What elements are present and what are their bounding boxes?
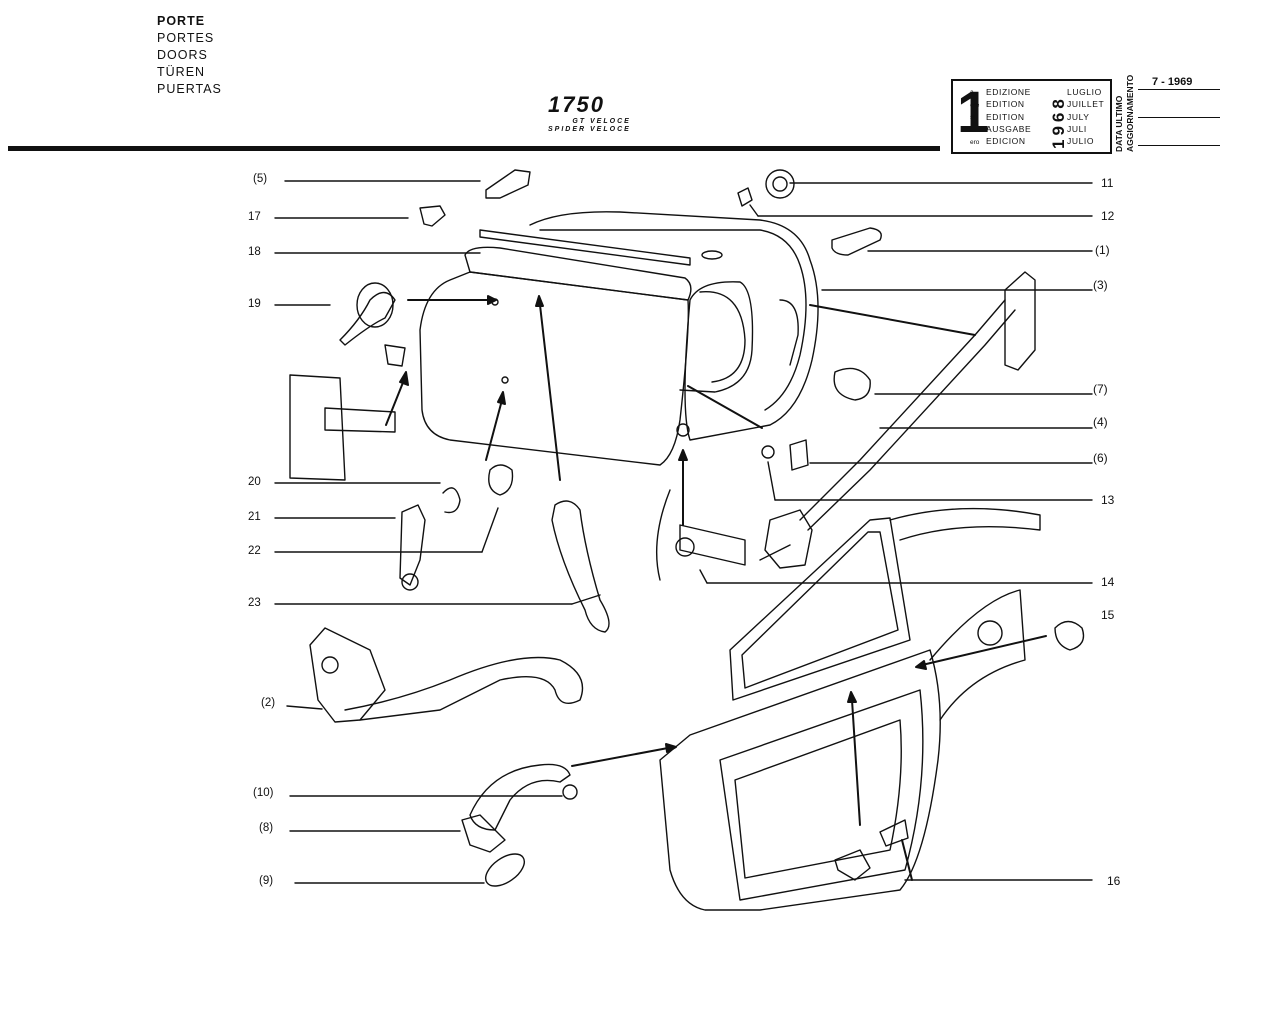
door-inner-panel [419, 229, 692, 466]
door-frame-section [656, 489, 746, 581]
callout-23: 23 [248, 597, 261, 609]
callout-22: 22 [248, 545, 261, 557]
edition-month: JULY [1067, 111, 1090, 122]
edition-suffix: . [970, 126, 972, 133]
edition-month: JULIO [1067, 136, 1095, 147]
callout-13: 13 [1101, 493, 1115, 507]
callout-16: 16 [1107, 874, 1121, 888]
callout-9: (9) [259, 875, 274, 887]
callout-6: (6) [1093, 451, 1108, 465]
outer-door-handle [461, 763, 578, 887]
callout-21: 21 [248, 511, 261, 523]
title-it: PORTE [157, 14, 206, 28]
callout-18: 18 [248, 246, 261, 258]
edition-month: JUILLET [1067, 99, 1105, 110]
edition-months: LUGLIO JUILLET JULY JULI JULIO [1067, 86, 1104, 147]
model-number: 1750 [548, 92, 605, 117]
edition-label: EDITION [986, 111, 1025, 122]
edition-label: EDIZIONE [986, 87, 1031, 97]
section-titles: PORTE PORTES DOORS TÜREN PUERTAS [157, 13, 222, 98]
edition-label: EDITION [986, 99, 1025, 110]
edition-month: JULI [1067, 123, 1087, 134]
date-line [1138, 145, 1220, 146]
edition-labels: EDIZIONE EDITION EDITION AUSGABE EDICION [986, 86, 1031, 147]
callout-20: 20 [248, 476, 261, 488]
callout-17: 17 [248, 211, 261, 223]
title-en: DOORS [157, 48, 208, 62]
callout-15: 15 [1101, 608, 1115, 622]
edition-label: EDICION [986, 136, 1026, 147]
callout-8: (8) [259, 822, 274, 834]
window-regulator [759, 271, 1036, 569]
edition-number: 1 [957, 80, 990, 145]
callout-14: 14 [1101, 575, 1115, 589]
assembly-arrows [385, 295, 1047, 881]
small-parts [289, 169, 1085, 881]
callout-11: 11 [1101, 176, 1114, 190]
callout-10: (10) [253, 787, 274, 799]
assembled-door [659, 507, 1041, 911]
callout-12: 12 [1101, 209, 1115, 223]
leader-lines-right [699, 182, 1093, 881]
date-line [1138, 117, 1220, 118]
edition-suffix: ero [970, 139, 980, 146]
door-lock-assembly [309, 627, 584, 723]
callout-2: (2) [261, 697, 276, 709]
date-line [1138, 89, 1220, 90]
callout-19: 19 [248, 298, 261, 310]
leader-lines-left [274, 180, 601, 884]
title-fr: PORTES [157, 31, 215, 45]
callout-7: (7) [1093, 382, 1108, 396]
callout-1: (1) [1095, 243, 1110, 257]
callout-5: (5) [253, 173, 268, 185]
edition-suffix: a [970, 89, 974, 96]
model-variant-gt: GT VELOCE [572, 118, 631, 125]
edition-month: LUGLIO [1067, 87, 1102, 97]
edition-suffix: ere [970, 102, 980, 109]
title-de: TÜREN [157, 65, 206, 79]
model-variant-spider: SPIDER VELOCE [548, 126, 631, 133]
door-shell [529, 211, 819, 441]
title-es: PUERTAS [157, 82, 222, 96]
edition-suffix: st [970, 114, 976, 121]
callout-4: (4) [1093, 415, 1108, 429]
header-rule [8, 146, 940, 151]
model-logo: 1750 GT VELOCE SPIDER VELOCE [548, 92, 631, 134]
callout-3: (3) [1093, 278, 1108, 292]
edition-label: AUSGABE [986, 123, 1032, 134]
edition-box: 1 a ere st . ero EDIZIONE EDITION EDITIO… [951, 79, 1112, 154]
pull-handle [551, 500, 610, 633]
last-update-date: 7 - 1969 [1152, 76, 1193, 88]
